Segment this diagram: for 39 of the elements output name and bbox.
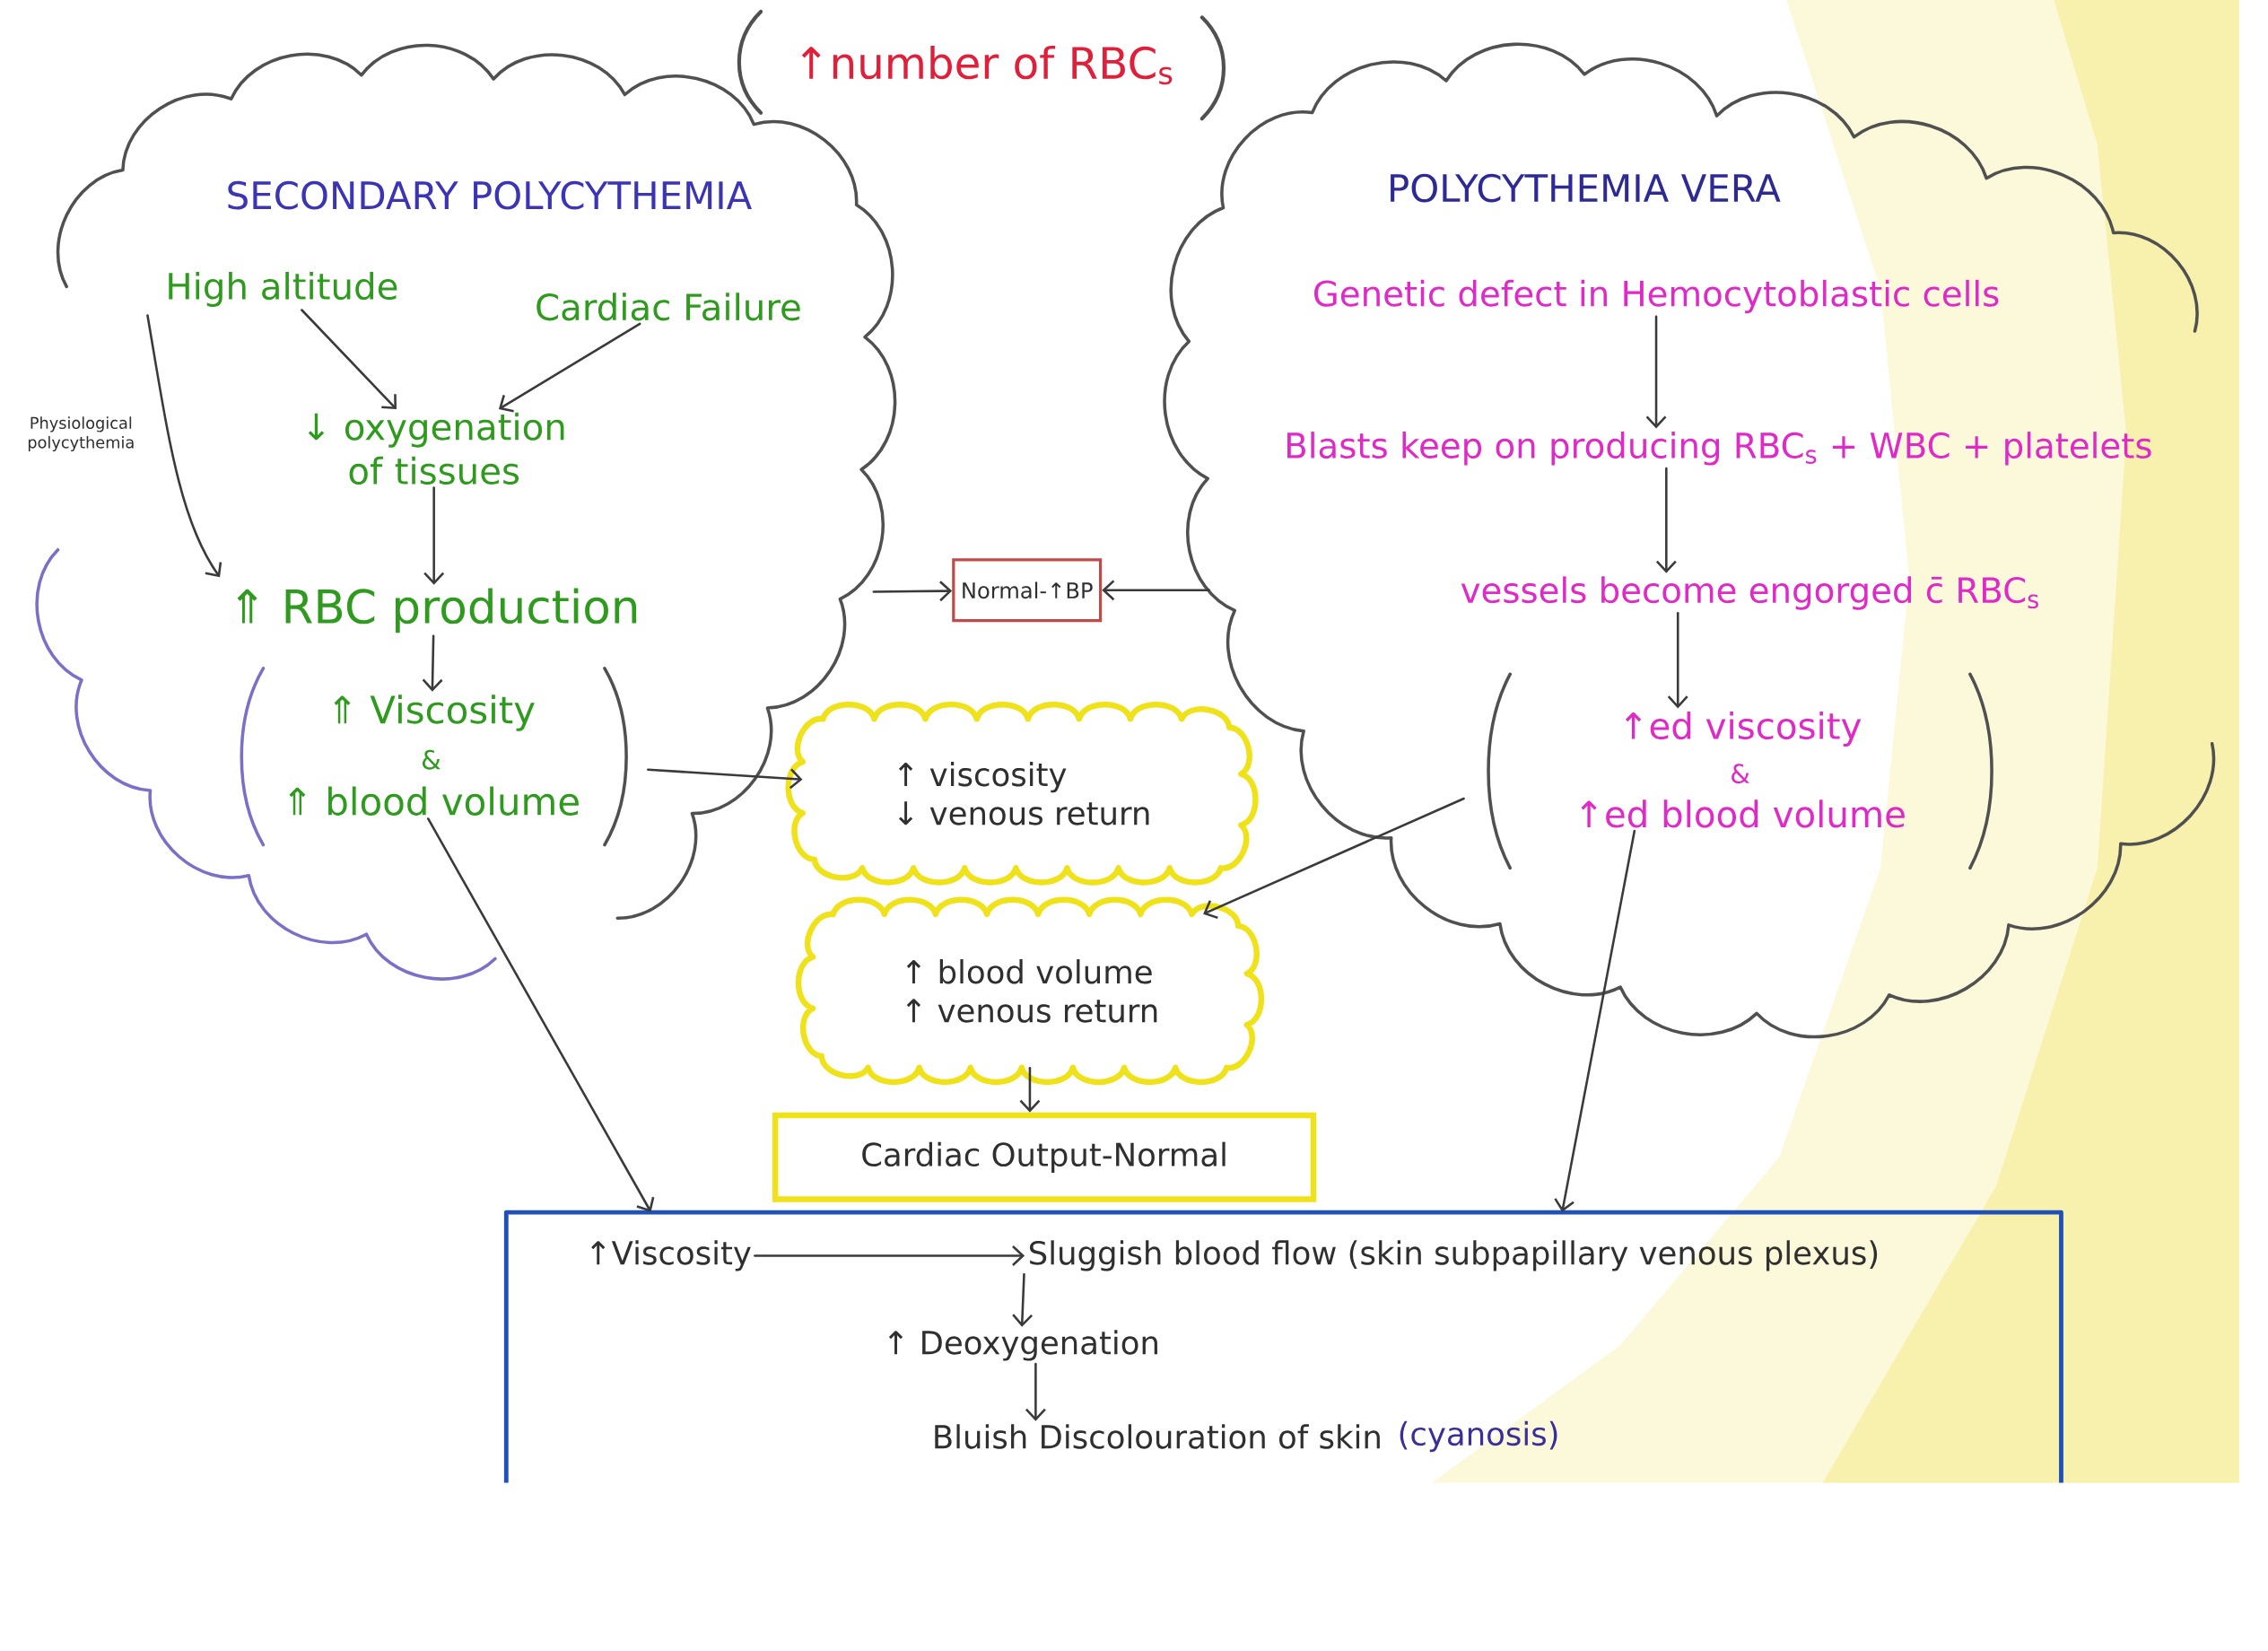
step-text: Sluggish blood flow (skin subpapillary venous plexus) bbox=[1030, 1240, 1878, 1271]
output-box: Cardiac Output-Normal bbox=[772, 1113, 1317, 1202]
curved-arrow bbox=[146, 314, 222, 578]
arrow bbox=[423, 486, 445, 586]
bracketed-text: ↑ed viscosity & ↑ed blood volume bbox=[1487, 672, 1993, 870]
arrow bbox=[422, 634, 443, 692]
arrow bbox=[301, 309, 397, 410]
arrow bbox=[1667, 612, 1688, 709]
subtitle-text: ↑number of RBC$_{s}$ bbox=[801, 46, 1173, 85]
step-text: ↑ Deoxygenation bbox=[888, 1330, 1157, 1361]
arrow bbox=[754, 1245, 1025, 1267]
step-text: Bluish Discolouration of skin bbox=[935, 1424, 1380, 1449]
side-note: (cyanosis) bbox=[1400, 1421, 1557, 1453]
cause-text: Cardiac Failure bbox=[536, 293, 800, 321]
arrow bbox=[1554, 829, 1636, 1212]
effect-cloud: ↑ viscosity ↓ venous return bbox=[785, 702, 1259, 886]
step-text: ↑Viscosity bbox=[591, 1240, 751, 1271]
step-text: Blasts keep on producing RBC$_{s}$ + WBC + platelets bbox=[1287, 432, 2151, 466]
box-frame bbox=[503, 1210, 2063, 1483]
arrow bbox=[872, 581, 953, 602]
cause-text: High altitude bbox=[169, 272, 397, 308]
edge-label: Physiological polycythemia bbox=[28, 416, 134, 452]
arrow bbox=[426, 817, 655, 1212]
step-text: Genetic defect in Hemocytoblastic cells bbox=[1314, 280, 1999, 314]
arrow bbox=[1102, 580, 1211, 601]
bracketed-text: ⇑ Viscosity & ⇑ blood volume bbox=[240, 667, 628, 847]
arrow bbox=[1012, 1273, 1033, 1327]
effect-cloud: ↑ blood volume ↑ venous return bbox=[795, 896, 1265, 1086]
step-text: ⇑ RBC production bbox=[237, 588, 637, 633]
step-text: ↓ oxygenation of tissues bbox=[308, 412, 564, 485]
arrow bbox=[1019, 1067, 1041, 1114]
bp-box: Normal-↑BP bbox=[952, 558, 1103, 623]
arrow bbox=[1203, 797, 1465, 920]
arrow bbox=[1025, 1363, 1046, 1421]
arrow bbox=[1645, 315, 1667, 429]
arrow bbox=[498, 322, 641, 413]
step-text: vessels become engorged c̄ RBC$_{s}$ bbox=[1461, 576, 2038, 610]
arrow bbox=[647, 768, 803, 790]
arrow bbox=[1655, 467, 1677, 573]
